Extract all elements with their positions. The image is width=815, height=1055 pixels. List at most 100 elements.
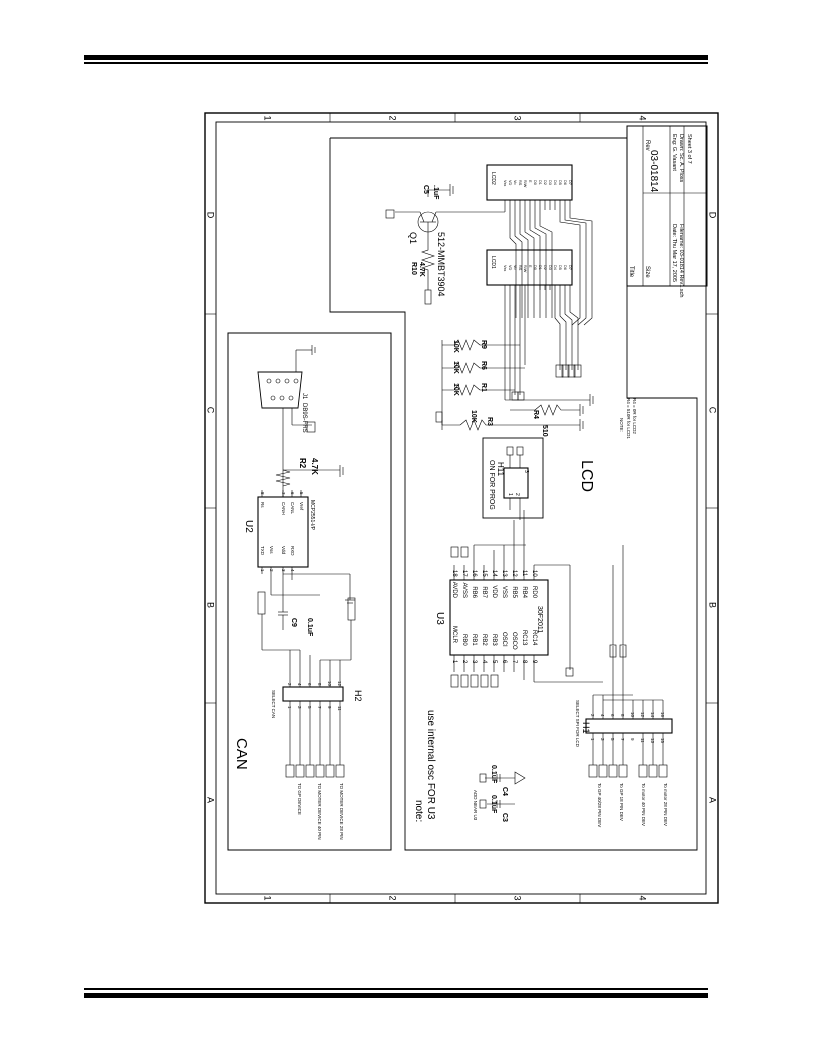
h2-pin-3: 3 — [297, 706, 302, 709]
lcd2-pin-vo: Vo — [513, 180, 517, 184]
h2-select-label: SELECT CAN — [271, 690, 276, 718]
lcd1-pin-d1: D1 — [538, 265, 542, 270]
u3-pin-stubs — [450, 510, 574, 688]
u3-pin-num-15: 15 — [481, 570, 487, 577]
h2-ref: H2 — [353, 690, 363, 702]
on-for-prog-box — [482, 437, 544, 519]
lcd2-ref: LCD2 — [490, 172, 496, 185]
r3-ref: R3 — [486, 417, 493, 426]
u2-pin-num-3: 3 — [281, 569, 286, 572]
lcd1-pin-d2: D2 — [543, 265, 547, 270]
u3-pin-rb0: RB0 — [461, 634, 467, 646]
lcd2-pin-d3: D3 — [548, 180, 552, 185]
zone-row-b-right: B — [708, 602, 718, 608]
u2-pin-rs: Rs — [260, 502, 265, 508]
q1-ref: Q1 — [408, 232, 418, 244]
date-text: Date: Thu Mar 17, 2005 — [671, 224, 677, 282]
lcd1-pin-vss: Vss — [503, 265, 507, 271]
h1-pin-14: 14 — [650, 712, 655, 718]
u3-pin-rb5: RB5 — [511, 586, 517, 598]
c9-capacitor-wiring — [257, 573, 356, 661]
h2-dest-motor28: TO MOTER DEVICE 28 PIN — [339, 783, 344, 840]
h2-pin-10: 10 — [327, 681, 332, 687]
zone-row-a-right: A — [708, 797, 718, 803]
bottom-rule-thick — [84, 993, 708, 998]
u2-pin-txd: TXD — [260, 546, 265, 556]
u2-pin-canl: CANL — [290, 502, 295, 515]
zone-row-d-left: D — [206, 212, 216, 219]
u2-pin-num-2: 2 — [269, 569, 274, 572]
u2-pin-stubs — [261, 490, 302, 574]
u3-value: 30F2011 — [536, 606, 543, 633]
u3-pin-rb1: RB1 — [471, 634, 477, 646]
u3-ref: U3 — [434, 612, 445, 625]
lcd2-pin-rs: RS — [518, 180, 522, 186]
lcd2-pin-labels: Vss VD Vo RS R/W E D0 D1 D2 D3 D4 D5 D6 … — [503, 180, 572, 188]
lcd1-pin-d6: D6 — [563, 265, 567, 270]
c3-ref: C3 — [501, 813, 508, 822]
h1-ref: H1 — [581, 722, 591, 734]
r1-ref: R1 — [480, 383, 487, 392]
zone-row-b-left: B — [206, 602, 216, 608]
zone-col-1-bottom: 1 — [263, 895, 273, 900]
u3-pin-rb6: RB6 — [471, 586, 477, 598]
h11-jumper — [503, 467, 529, 499]
lcd1-ref: LCD1 — [490, 256, 496, 269]
u2-pin-rxd: RXD — [290, 546, 295, 556]
u2-value: MCP2551-I/P — [309, 500, 315, 531]
u3-pin-rb2: RB2 — [481, 634, 487, 646]
c4-ref: C4 — [501, 787, 508, 796]
r4-note-title: NOTE: — [619, 418, 624, 432]
h11-ref: H11 — [496, 462, 505, 477]
c5-ref: C5 — [422, 185, 429, 194]
u3-pin-num-10: 10 — [531, 570, 537, 577]
h2-dest-gp: TO GP DEVICE — [297, 783, 302, 815]
r2-value: 4.7K — [310, 458, 319, 475]
r2-ref: R2 — [298, 458, 307, 469]
bottom-rule-thin — [84, 988, 708, 990]
h1-pin-13: 13 — [650, 738, 655, 744]
top-rule-thick — [84, 55, 708, 60]
r2-resistor — [275, 465, 344, 487]
u2-pin-num-8: 8 — [260, 492, 265, 495]
h1-dest-gp18: To GP 18 PIN DEV — [619, 783, 624, 821]
zone-row-c-left: C — [206, 407, 216, 414]
lcd1-pin-d3: D3 — [548, 265, 552, 270]
u2-pin-canh: CANH — [281, 502, 286, 515]
h2-pin-11: 11 — [337, 706, 342, 711]
h1-dest-motor28: To motor 28 PIN DEV — [663, 783, 668, 826]
u2-ref: U2 — [243, 520, 254, 533]
title-label: Title — [628, 266, 634, 278]
h2-pins — [285, 650, 345, 778]
h1-header — [585, 718, 673, 734]
lcd1-pin-d0: D0 — [533, 265, 537, 270]
u3-pin-avdd: AVDD — [451, 582, 457, 599]
u3-pin-vss: VSS — [501, 586, 507, 598]
lcd2-pin-vss: Vss — [503, 180, 507, 186]
u3-pin-num-12: 12 — [511, 570, 517, 577]
lcd-section-title: LCD — [578, 460, 595, 492]
zone-row-d-right: D — [708, 212, 718, 219]
note-text: use internal osc FOR U3 — [425, 710, 436, 820]
h1-pin-12: 12 — [640, 712, 645, 718]
h1-pin-7: 7 — [620, 738, 625, 741]
lcd2-pin-d5: D5 — [558, 180, 562, 185]
lcd1-pin-d4: D4 — [553, 265, 557, 270]
c5-value: .1uF — [432, 185, 439, 200]
u2-pin-num-6: 6 — [290, 492, 295, 495]
sheet-of-text: Sheet 3 of 7 — [686, 134, 692, 164]
zone-col-3-top: 3 — [513, 115, 523, 120]
q1-value: 512-MMBT3904 — [436, 232, 446, 297]
u2-pin-vss: Vss — [269, 546, 274, 554]
lcd1-pin-vd: VD — [508, 265, 512, 271]
j1-db9-connector — [257, 345, 316, 497]
q1-transistor — [385, 184, 505, 305]
lcd1-module — [486, 249, 573, 286]
filename-text: Filename: 03-01814 Rev1.sch — [678, 224, 684, 297]
lcd-bus-wiring — [504, 200, 593, 378]
lcd1-pin-d5: D5 — [558, 265, 562, 270]
u2-pin-vdd: Vdd — [281, 546, 286, 555]
h11-pin-3: 3 — [523, 470, 529, 473]
u3-pin-osco: OSCO — [511, 632, 517, 650]
